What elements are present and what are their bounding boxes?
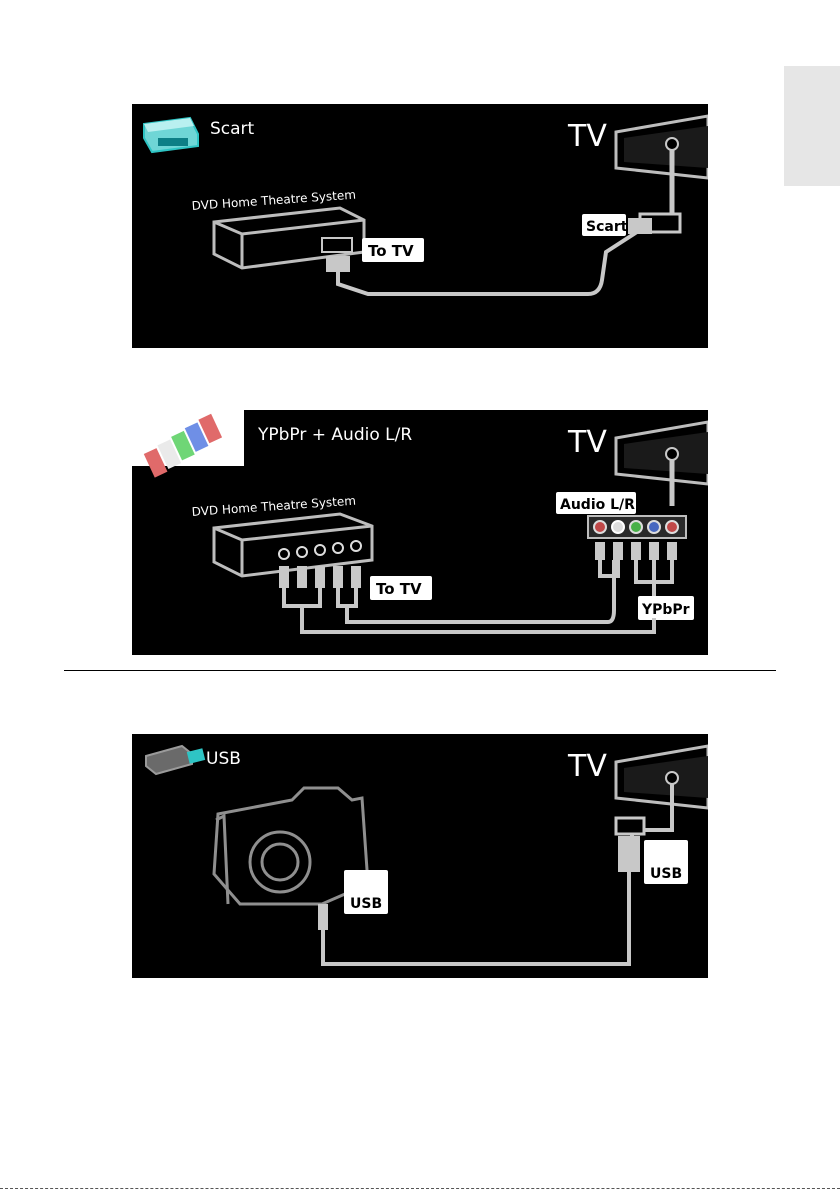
usb-connection-diagram: USB TV USB USB bbox=[132, 734, 708, 978]
to-tv-tag: To TV bbox=[370, 576, 432, 600]
page-edge bbox=[0, 1188, 840, 1189]
label-text: To TV bbox=[368, 242, 414, 260]
tv-icon bbox=[616, 422, 708, 484]
dvd-player-icon bbox=[214, 514, 372, 576]
scart-connection-diagram: Scart TV Scart DVD Home Theatre System T… bbox=[132, 104, 708, 348]
label-text: USB bbox=[350, 896, 382, 912]
diagram-title: USB bbox=[206, 749, 241, 769]
usb-stick-icon bbox=[146, 746, 205, 774]
tv-label: TV bbox=[567, 749, 607, 784]
tv-usb-tag: USB bbox=[644, 840, 688, 884]
ypbpr-tag: YPbPr bbox=[638, 596, 694, 620]
section-divider bbox=[64, 670, 776, 671]
tv-label: TV bbox=[567, 119, 607, 154]
to-tv-tag: To TV bbox=[362, 238, 424, 262]
label-text: YPbPr bbox=[641, 602, 690, 618]
ypbpr-connection-diagram: YPbPr + Audio L/R TV Audio L/R YPbPr bbox=[132, 410, 708, 655]
section-tab bbox=[784, 66, 840, 186]
diagram-title: Scart bbox=[210, 119, 255, 139]
component-cables-icon bbox=[132, 410, 244, 478]
label-text: USB bbox=[650, 866, 682, 882]
scart-connector-icon bbox=[144, 118, 198, 152]
scart-port-tag: Scart bbox=[582, 214, 628, 236]
audio-lr-tag: Audio L/R bbox=[556, 492, 636, 514]
camera-usb-tag: USB bbox=[344, 870, 388, 914]
tv-icon bbox=[616, 116, 708, 178]
label-text: Scart bbox=[586, 219, 628, 235]
tv-label: TV bbox=[567, 425, 607, 460]
diagram-title: YPbPr + Audio L/R bbox=[257, 425, 412, 445]
label-text: To TV bbox=[376, 580, 422, 598]
tv-icon bbox=[616, 746, 708, 808]
label-text: Audio L/R bbox=[560, 497, 635, 513]
